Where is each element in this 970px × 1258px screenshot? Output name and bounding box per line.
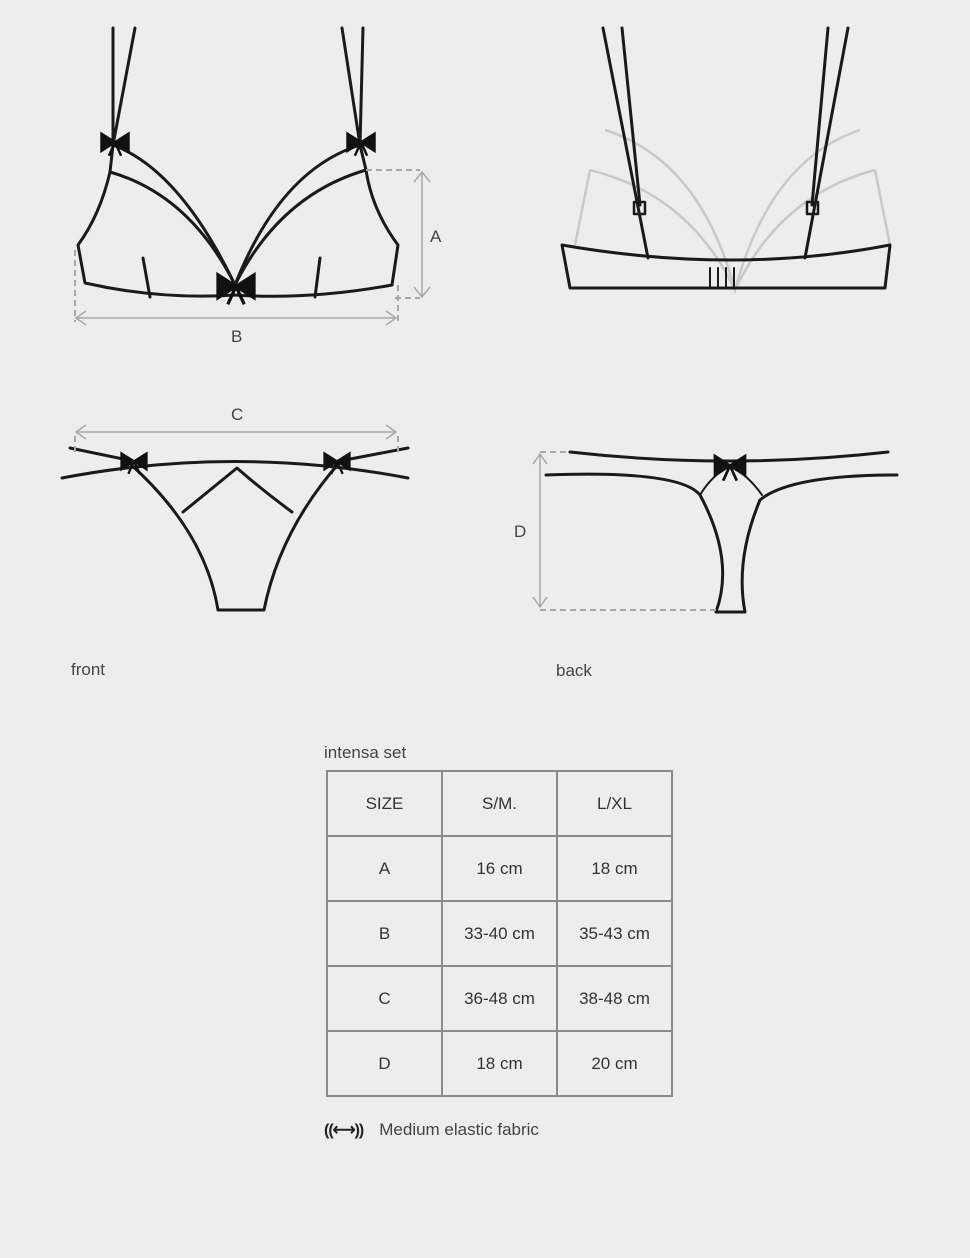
measure-label-c: C bbox=[231, 405, 243, 424]
elastic-arrows-icon: ((⟷)) bbox=[324, 1122, 364, 1139]
table-cell: 20 cm bbox=[556, 1030, 673, 1097]
table-row: C 36-48 cm 38-48 cm bbox=[326, 965, 673, 1032]
bra-back-drawing bbox=[560, 26, 892, 295]
table-row: A 16 cm 18 cm bbox=[326, 835, 673, 902]
legend-text: Medium elastic fabric bbox=[379, 1120, 539, 1139]
table-cell: 16 cm bbox=[441, 835, 558, 902]
product-diagram: A B C D bbox=[60, 26, 899, 614]
panty-back-drawing: D bbox=[514, 450, 899, 614]
measure-label-d: D bbox=[514, 522, 526, 541]
table-cell: 33-40 cm bbox=[441, 900, 558, 967]
table-cell: D bbox=[326, 1030, 443, 1097]
table-cell: B bbox=[326, 900, 443, 967]
bow-icon bbox=[120, 452, 148, 475]
table-row: B 33-40 cm 35-43 cm bbox=[326, 900, 673, 967]
panty-front-drawing: C bbox=[60, 405, 410, 612]
table-header-row: SIZE S/M. L/XL bbox=[326, 770, 673, 837]
header-cell: L/XL bbox=[556, 770, 673, 837]
table-cell: 36-48 cm bbox=[441, 965, 558, 1032]
size-table-title: intensa set bbox=[324, 743, 407, 762]
table-cell: 18 cm bbox=[441, 1030, 558, 1097]
table-cell: 35-43 cm bbox=[556, 900, 673, 967]
header-cell: S/M. bbox=[441, 770, 558, 837]
front-view-label: front bbox=[71, 660, 106, 679]
back-view-label: back bbox=[556, 661, 592, 680]
measure-label-a: A bbox=[430, 227, 442, 246]
table-cell: 38-48 cm bbox=[556, 965, 673, 1032]
table-cell: 18 cm bbox=[556, 835, 673, 902]
table-cell: C bbox=[326, 965, 443, 1032]
fabric-legend: ((⟷)) Medium elastic fabric bbox=[324, 1120, 539, 1140]
table-row: D 18 cm 20 cm bbox=[326, 1030, 673, 1097]
bra-front-drawing: A B bbox=[74, 26, 442, 346]
table-cell: A bbox=[326, 835, 443, 902]
bow-icon bbox=[323, 452, 351, 475]
header-cell: SIZE bbox=[326, 770, 443, 837]
measure-label-b: B bbox=[231, 327, 242, 346]
size-table: SIZE S/M. L/XL A 16 cm 18 cm B 33-40 cm … bbox=[326, 770, 673, 1097]
